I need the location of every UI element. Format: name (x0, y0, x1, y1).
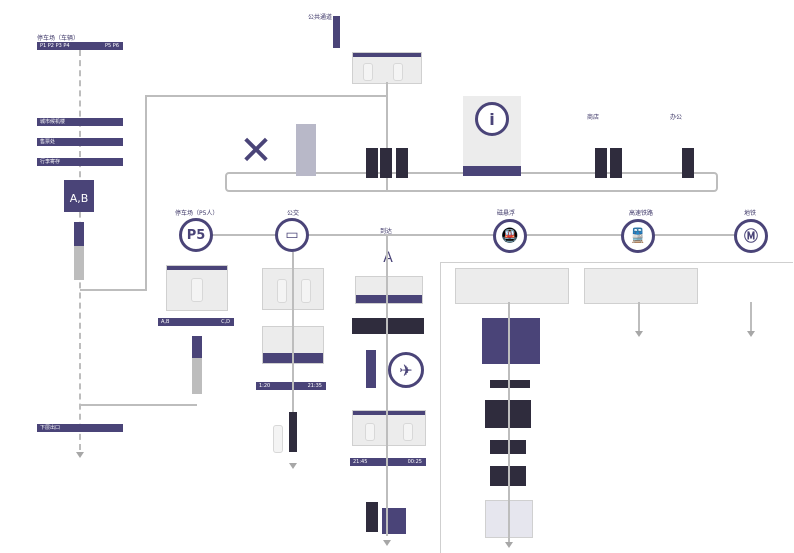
escalator-icon: ✕ (239, 128, 273, 174)
center-bottom-kiosk (366, 502, 378, 532)
p5-a-post (192, 336, 202, 358)
left-band-2: 售票处 (37, 138, 123, 146)
connector-main-horizontal (205, 234, 755, 236)
kiosk-a (366, 148, 378, 178)
bus-person (273, 425, 283, 453)
metro-band-a (490, 380, 530, 388)
hsr-vertical (638, 302, 640, 332)
shop-kiosk-b (610, 148, 622, 178)
left-band-3: 行李寄存 (37, 158, 123, 166)
bus-vertical (292, 252, 294, 412)
center-times-band: 21:45 00:25 (350, 458, 426, 466)
parking-p5-label: 停车场（P5人） (175, 210, 219, 217)
left-spine-arrow (76, 452, 84, 458)
info-box: i (463, 96, 521, 176)
subway-arrow (747, 331, 755, 337)
top-entrance-post (333, 16, 340, 48)
center-purple-post (366, 350, 376, 388)
p5-icon: P5 (179, 218, 213, 252)
connector-left-bottom (80, 289, 147, 291)
parking-top-label: 停车场（车辆） (37, 35, 80, 42)
left-a-post-grey (74, 246, 84, 280)
left-a-post (74, 222, 84, 246)
connector-top-vertical (386, 82, 388, 192)
center-dark-bar (352, 318, 424, 334)
kiosk-b (380, 148, 392, 178)
hsr-icon: 🚆 (621, 219, 655, 253)
bus-label: 公交 (287, 210, 300, 217)
connector-top-horizontal (145, 95, 388, 97)
metro-arrow (505, 542, 513, 548)
toilet-label: 办公 (670, 114, 683, 121)
center-panel-2 (352, 410, 426, 446)
kiosk-tall (296, 124, 316, 176)
subway-label: 地铁 (744, 210, 757, 217)
plane-icon: ✈ (388, 352, 424, 388)
right-frame (440, 262, 793, 553)
parking-top-band: P1 P2 P3 P4 P5 P6 (37, 42, 123, 50)
bus-times-band: 1:20 21:35 (256, 382, 326, 390)
metro-icon: 🚇 (493, 219, 527, 253)
bus-post (289, 412, 297, 452)
top-entrance-panel (352, 52, 422, 84)
metro-label: 磁悬浮 (497, 210, 516, 217)
hsr-panel (584, 268, 698, 304)
subway-vertical (750, 302, 752, 332)
kiosk-c (396, 148, 408, 178)
p5-return (80, 404, 197, 406)
left-ab-sign: A,B (64, 180, 94, 212)
metro-screen-1 (482, 318, 540, 364)
center-a-sign: A (355, 250, 421, 270)
center-vertical (386, 236, 388, 536)
left-band-1: 城市候机楼 (37, 118, 123, 126)
parking-top-sub-right: P5 P6 (105, 43, 119, 49)
top-entrance-label: 公共通道 (308, 14, 333, 21)
center-arrow (383, 540, 391, 546)
metro-panel (455, 268, 569, 304)
parking-top-sub: P1 P2 P3 P4 (40, 43, 70, 49)
p5-a-post-grey (192, 358, 202, 394)
shop-label: 商店 (587, 114, 600, 121)
left-bottom-band: 下层出口 (37, 424, 123, 432)
connector-left-vertical (145, 95, 147, 290)
shop-kiosk-a (595, 148, 607, 178)
bus-icon: ▭ (275, 218, 309, 252)
metro-vertical (508, 302, 510, 542)
p5-band: A,B C,D (158, 318, 234, 326)
bus-arrow (289, 463, 297, 469)
hsr-arrow (635, 331, 643, 337)
toilet-kiosk (682, 148, 694, 178)
center-label: 到达 (380, 228, 393, 235)
p5-panel (166, 265, 228, 311)
left-ab-label: A,B (69, 192, 89, 205)
hsr-label: 高速铁路 (629, 210, 654, 217)
center-panel (355, 276, 423, 304)
info-icon: i (475, 102, 509, 136)
subway-icon: Ⓜ (734, 219, 768, 253)
